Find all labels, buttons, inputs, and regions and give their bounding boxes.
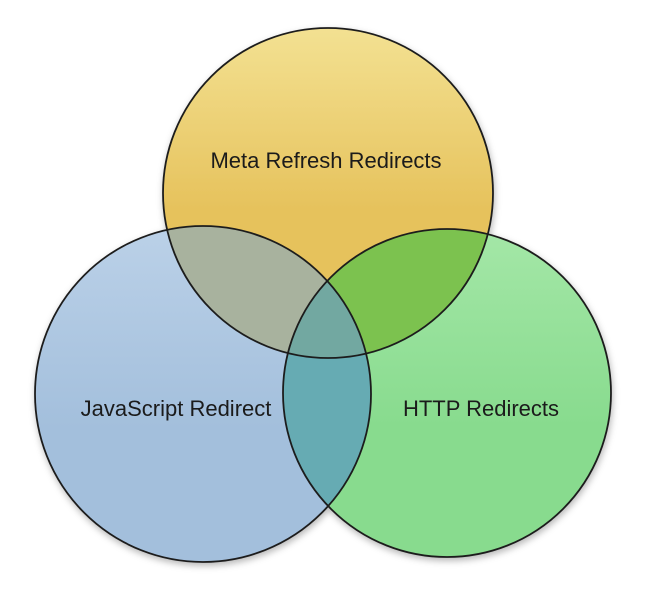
venn-outline-http-redirects (282, 228, 612, 558)
venn-label-meta-refresh-redirects: Meta Refresh Redirects (210, 148, 441, 173)
venn-overlap-meta-javascript (163, 226, 371, 358)
venn-label-http-redirects: HTTP Redirects (403, 396, 559, 421)
venn-overlap-meta-http (283, 229, 493, 358)
venn-outline-javascript-redirect (34, 225, 372, 563)
venn-outline-meta-refresh-redirects (162, 27, 494, 359)
venn-label-javascript-redirect: JavaScript Redirect (81, 396, 272, 421)
